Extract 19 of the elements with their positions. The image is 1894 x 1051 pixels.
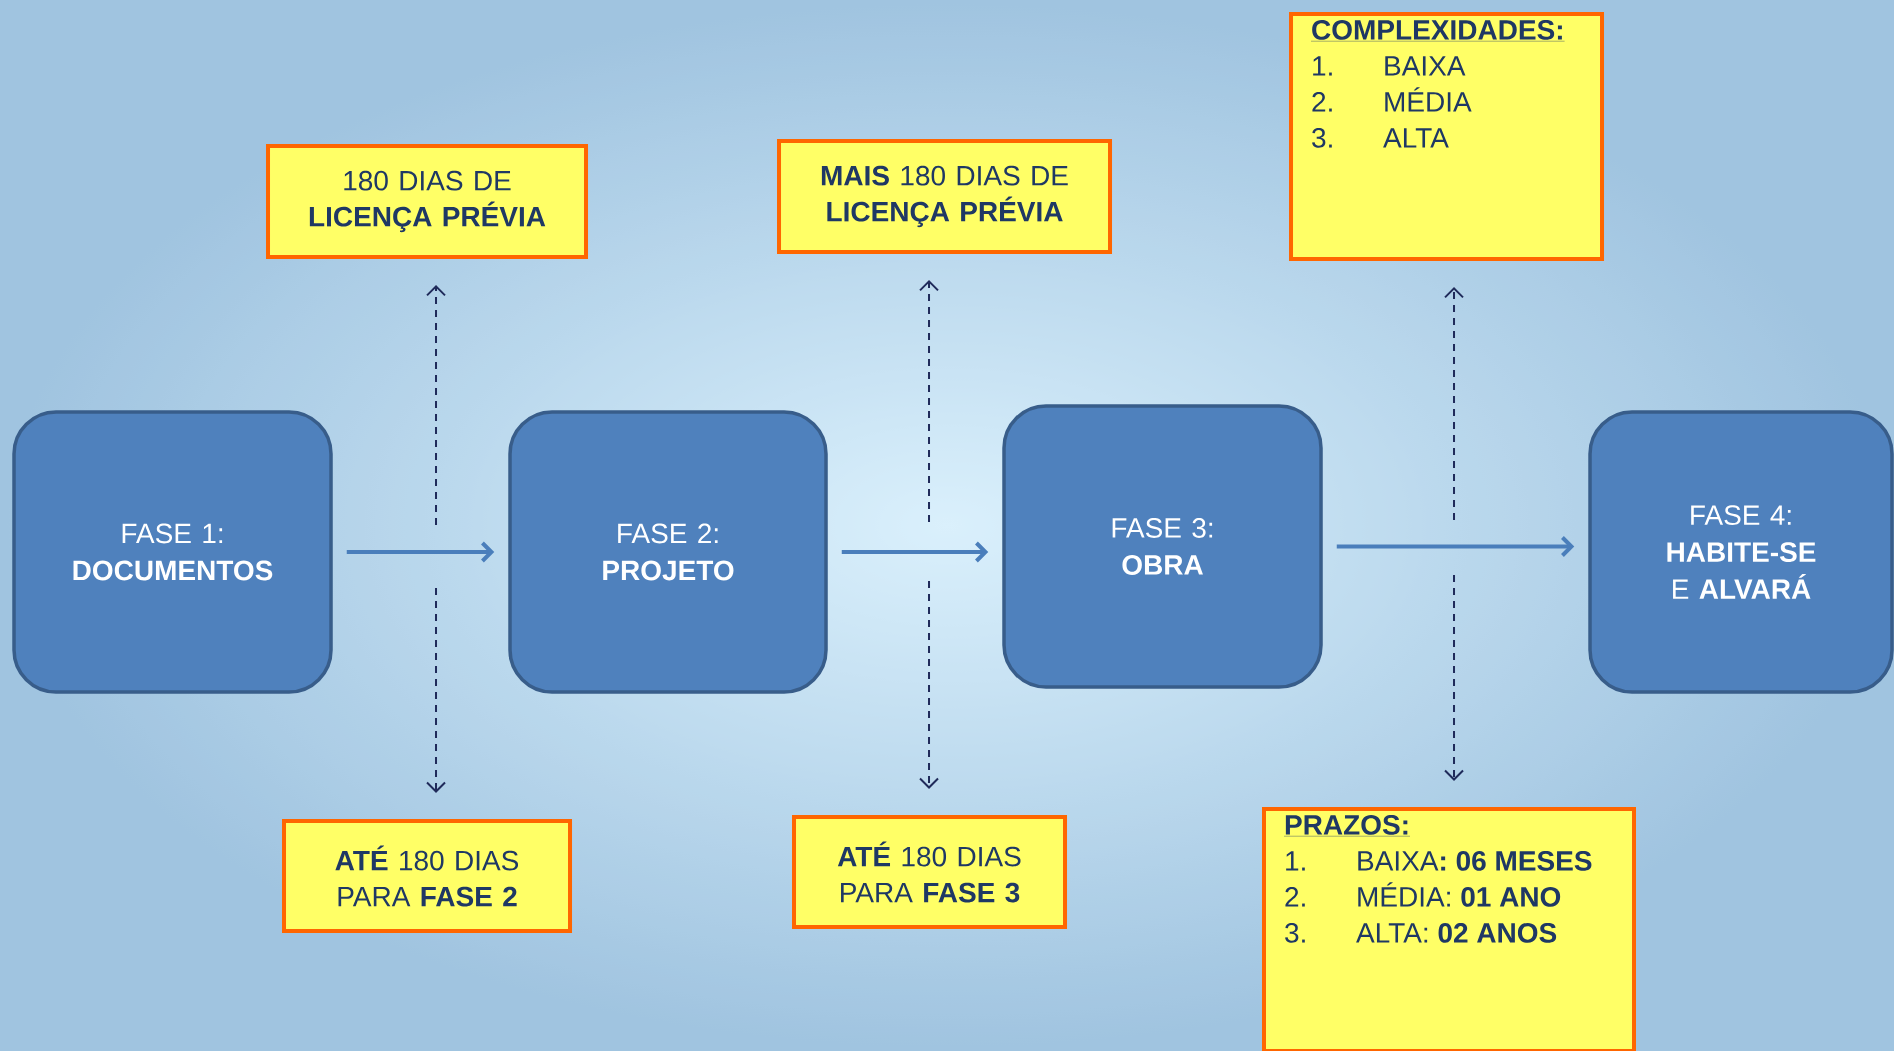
arrow <box>426 285 446 526</box>
note-box: MAIS 180 DIAS DE LICENÇA PRÉVIA <box>777 139 1112 254</box>
note-box: PRAZOS: 1. BAIXA: 06 MESES 2. MÉDIA: 01 ANO 3. ALTA: 02 ANOS <box>1262 807 1636 1051</box>
note-box: 180 DIAS DE LICENÇA PRÉVIA <box>266 144 588 259</box>
arrow <box>919 580 939 789</box>
note-box: ATÉ 180 DIAS PARA FASE 2 <box>282 819 572 933</box>
arrow <box>426 587 446 793</box>
note-box: ATÉ 180 DIAS PARA FASE 3 <box>792 815 1067 929</box>
note-box: COMPLEXIDADES: 1. BAIXA 2. MÉDIA 3. ALTA <box>1289 12 1604 261</box>
arrow <box>1444 574 1464 781</box>
phase-box: FASE 2: PROJETO <box>508 410 828 694</box>
phase-box: FASE 1: DOCUMENTOS <box>12 410 333 694</box>
arrow <box>841 541 989 563</box>
arrow <box>1336 536 1575 557</box>
arrow <box>1444 287 1464 521</box>
phase-box: FASE 3: OBRA <box>1002 404 1323 689</box>
arrow <box>919 280 939 523</box>
phase-box: FASE 4: HABITE-SE E ALVARÁ <box>1588 410 1894 694</box>
arrow <box>346 541 495 563</box>
